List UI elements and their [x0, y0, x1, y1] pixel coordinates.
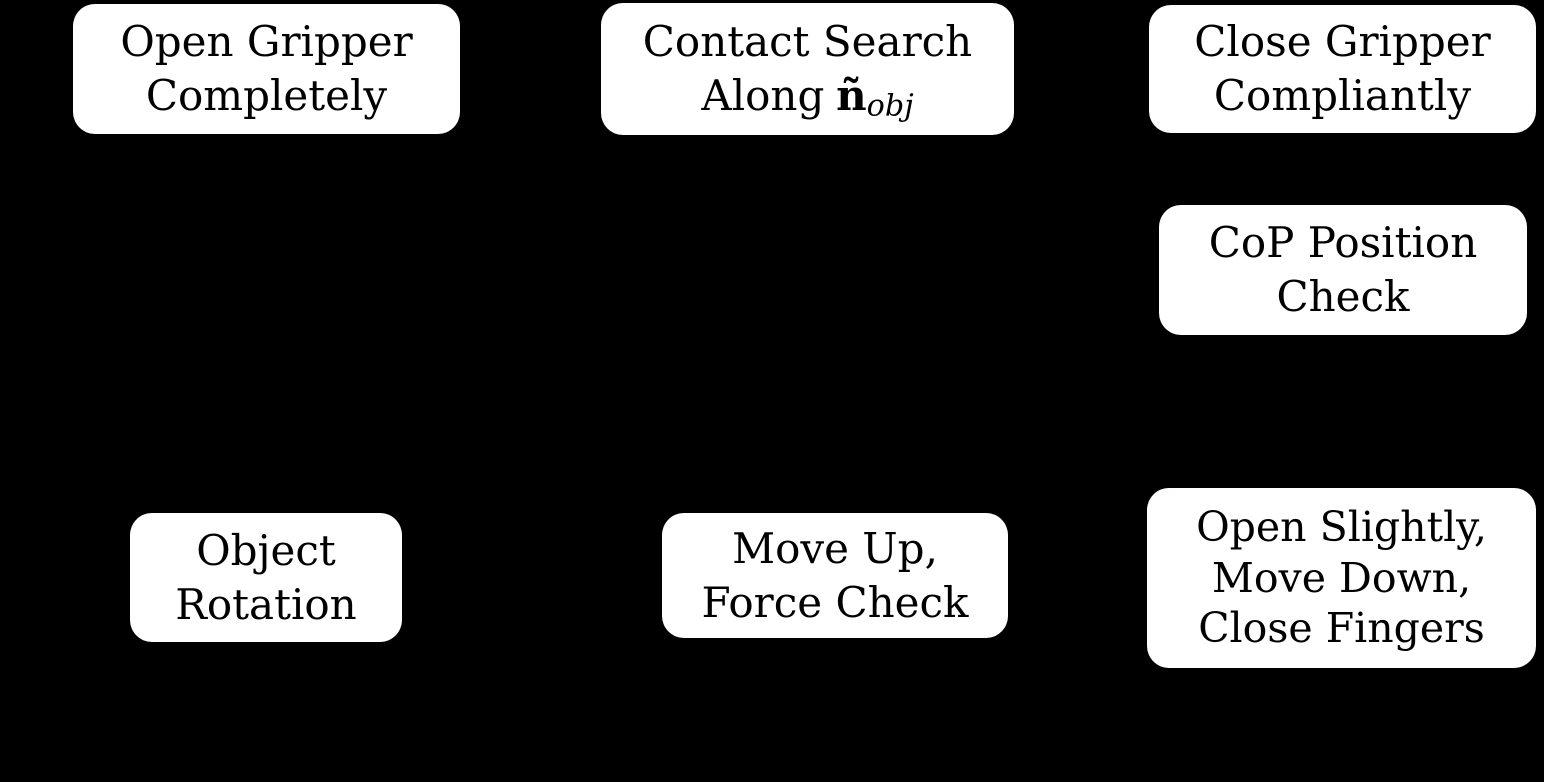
node-line: Completely — [145, 71, 388, 120]
node-line: Compliantly — [1213, 71, 1472, 120]
node-line: Move Up, — [732, 523, 938, 573]
node-line: Rotation — [175, 579, 357, 629]
node-move-up-force-check: Move Up, Force Check — [662, 513, 1008, 638]
node-line: Contact Search — [642, 17, 973, 67]
math-prefix: Along — [701, 71, 825, 120]
node-line: Move Down, — [1211, 553, 1472, 602]
node-line: Close Fingers — [1198, 604, 1485, 653]
node-line: Close Gripper — [1194, 17, 1491, 67]
node-object-rotation: Object Rotation — [130, 513, 402, 642]
node-close-gripper-compliantly: Close Gripper Compliantly — [1149, 5, 1536, 133]
node-line: Force Check — [701, 577, 969, 627]
node-line: CoP Position — [1208, 218, 1478, 268]
node-line: Open Slightly, — [1196, 503, 1487, 552]
node-cop-position-check: CoP Position Check — [1159, 205, 1527, 335]
node-line: Open Gripper — [120, 17, 413, 67]
math-subscript: obj — [866, 88, 914, 124]
node-line: Check — [1276, 272, 1410, 321]
n-tilde-vector-symbol: ñ — [836, 71, 867, 120]
node-open-slightly-move-down-close-fingers: Open Slightly, Move Down, Close Fingers — [1147, 488, 1536, 668]
node-line: Object — [196, 525, 336, 575]
node-open-gripper-completely: Open Gripper Completely — [73, 4, 460, 134]
